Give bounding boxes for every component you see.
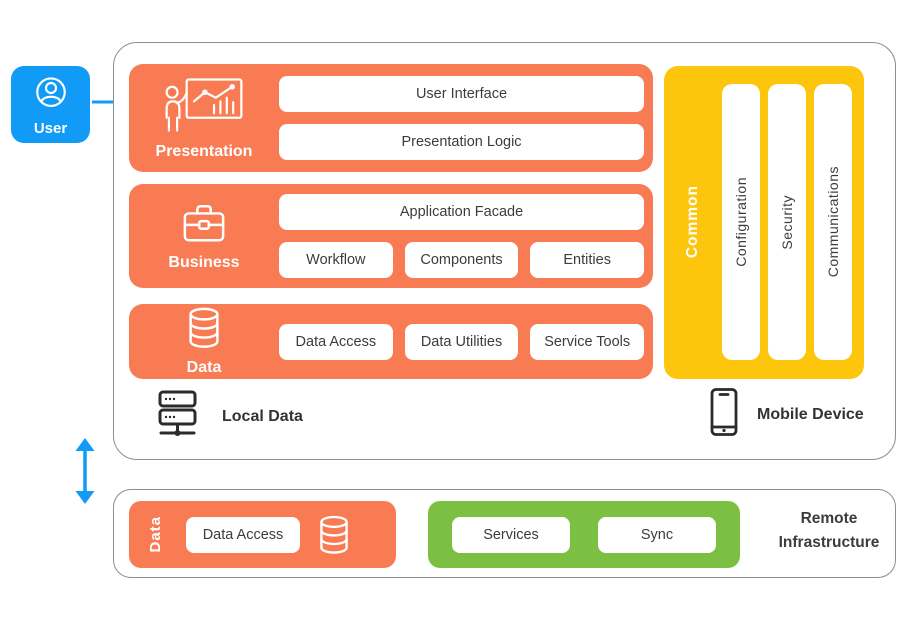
common-label: Common [684, 185, 701, 259]
remote-data-label: Data [147, 516, 164, 553]
remote-services-group: Services Sync [428, 501, 740, 568]
presentation-label: Presentation [155, 142, 253, 160]
remote-title-line2: Infrastructure [778, 534, 880, 552]
presentation-chart-icon [163, 76, 245, 139]
briefcase-icon [180, 201, 228, 250]
remote-data-group: Data Data Access [129, 501, 396, 568]
communications-label: Communications [825, 166, 841, 278]
entities-box: Entities [530, 242, 645, 278]
data-access-box: Data Access [279, 323, 393, 360]
service-tools-box: Service Tools [530, 323, 645, 360]
double-headed-vertical-arrow-icon [72, 438, 98, 509]
database-icon [184, 306, 224, 355]
mobile-device-label: Mobile Device [757, 405, 864, 423]
local-data-item: Local Data [154, 389, 303, 444]
remote-database-icon [316, 514, 352, 556]
services-box: Services [452, 516, 570, 553]
security-label: Security [779, 194, 795, 250]
security-pill: Security [768, 84, 806, 360]
data-layer: Data Data Access Data Utilities Service … [129, 304, 653, 379]
business-layer: Business Application Facade Workflow Com… [129, 184, 653, 288]
communications-pill: Communications [814, 84, 852, 360]
common-column: Common Configuration Security Communicat… [664, 66, 864, 379]
user-icon [31, 73, 71, 118]
user-box: User [11, 66, 90, 143]
workflow-box: Workflow [279, 242, 393, 278]
configuration-label: Configuration [733, 177, 749, 267]
remote-infrastructure-container: Data Data Access Services Sync Remote In… [113, 489, 896, 578]
smartphone-icon [709, 387, 739, 442]
mobile-device-item: Mobile Device [709, 387, 864, 442]
user-label: User [33, 119, 68, 137]
remote-infrastructure-title: Remote Infrastructure [754, 507, 904, 555]
sync-box: Sync [598, 516, 716, 553]
local-data-label: Local Data [222, 407, 303, 425]
remote-data-access-box: Data Access [186, 516, 300, 553]
business-label: Business [168, 253, 240, 271]
remote-title-line1: Remote [800, 510, 858, 527]
components-box: Components [404, 242, 519, 278]
presentation-layer: Presentation User Interface Presentation… [129, 64, 653, 172]
user-interface-box: User Interface [279, 76, 644, 112]
application-facade-box: Application Facade [279, 194, 644, 230]
presentation-logic-box: Presentation Logic [279, 124, 644, 160]
data-utilities-box: Data Utilities [404, 323, 519, 360]
server-icon [154, 389, 200, 444]
configuration-pill: Configuration [722, 84, 760, 360]
app-container: Presentation User Interface Presentation… [113, 42, 896, 460]
data-label: Data [186, 359, 222, 376]
